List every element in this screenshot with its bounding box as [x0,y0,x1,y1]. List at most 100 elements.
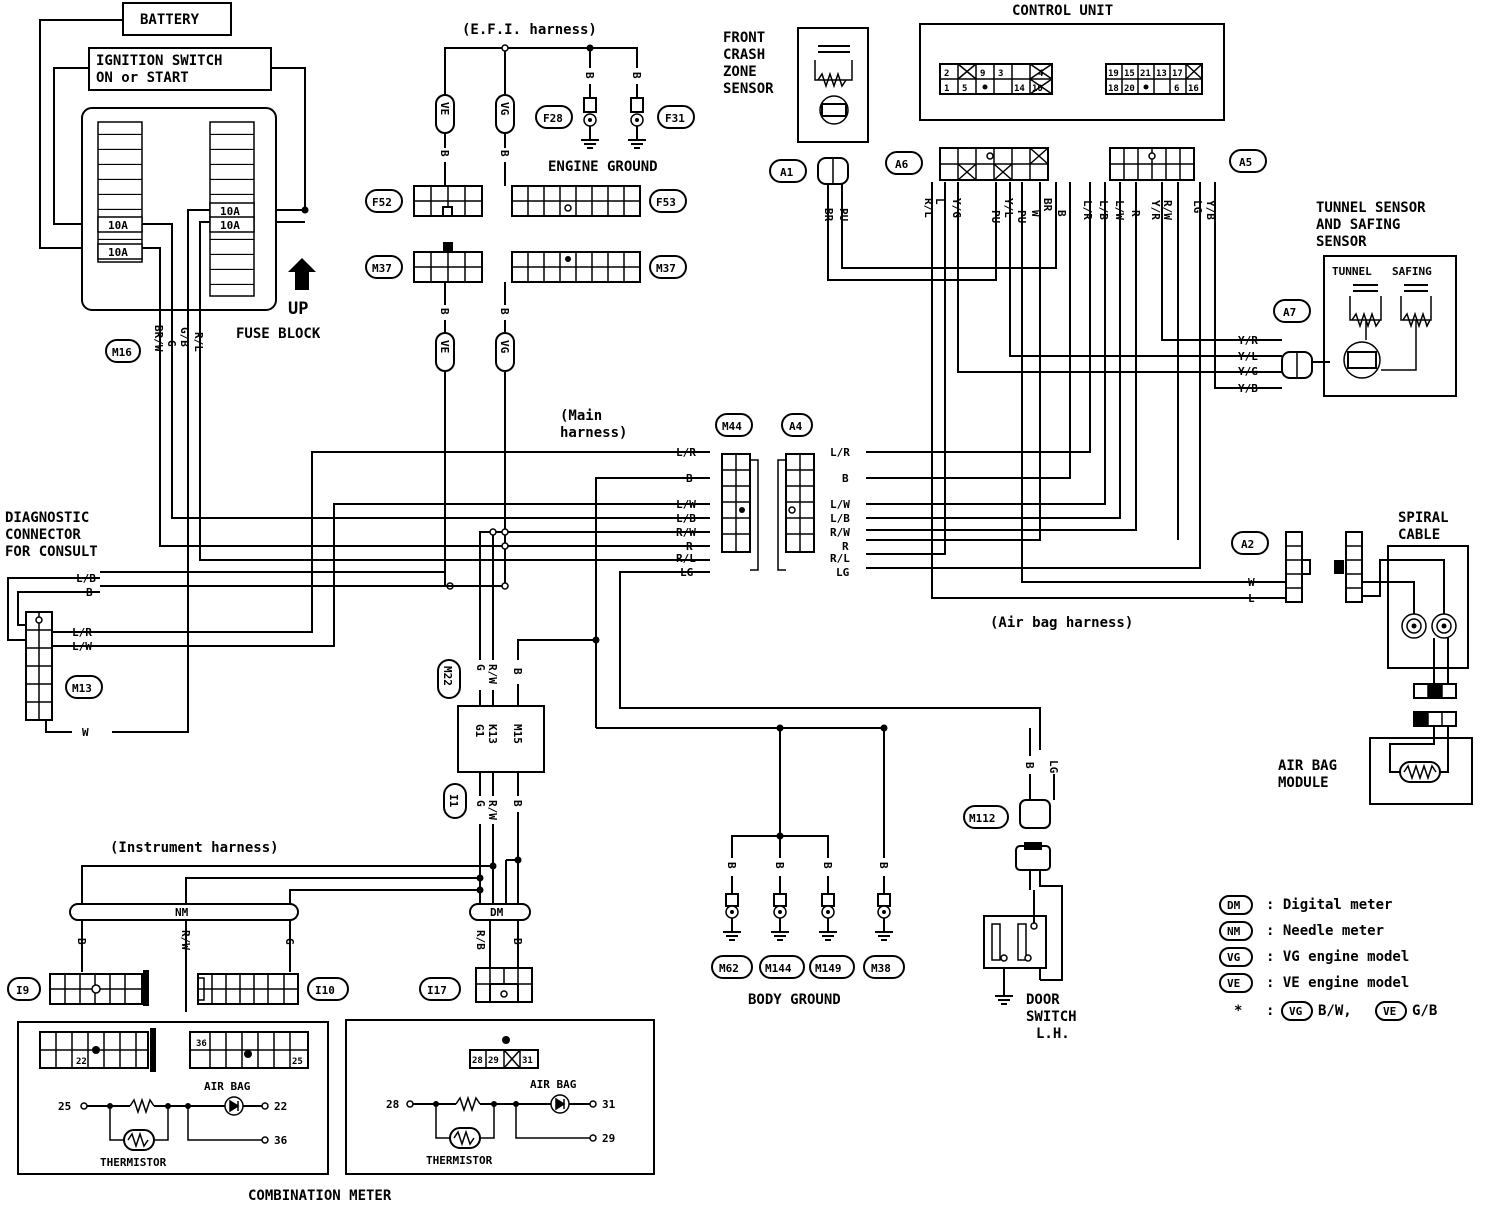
svg-text:17: 17 [1172,69,1183,79]
svg-text:A4: A4 [789,420,803,433]
svg-text:SPIRAL: SPIRAL [1398,510,1449,526]
svg-text:harness): harness) [560,425,627,441]
svg-text:R/W: R/W [830,526,850,539]
connector-f52 [365,189,403,213]
ignition-label-1: IGNITION SWITCH [96,53,222,69]
svg-text:CRASH: CRASH [723,47,765,63]
svg-text:B: B [86,586,93,599]
svg-text:THERMISTOR: THERMISTOR [426,1154,493,1167]
svg-text:SWITCH: SWITCH [1026,1009,1077,1025]
svg-text:B: B [438,150,451,157]
svg-text:29: 29 [488,1056,499,1066]
svg-text:1: 1 [944,84,949,94]
spiral-cable-section: A2 W L SPIRAL CABLE AIR BAG MODULE [1231,510,1473,805]
svg-text:*: * [1234,1003,1242,1019]
svg-text:B: B [630,72,643,79]
svg-text:A5: A5 [1239,156,1252,169]
svg-text:B: B [511,668,524,675]
svg-text:R/W: R/W [1161,200,1174,220]
svg-text:SAFING: SAFING [1392,265,1432,278]
door-switch-section: B LG M112 DOOR SWITCH L.H. [963,728,1077,1042]
svg-text:VE: VE [1383,1005,1396,1018]
svg-text:Y/R: Y/R [1149,200,1162,220]
connector-a2-body [1285,531,1303,603]
svg-text:VG: VG [1227,951,1241,964]
svg-text:B: B [511,938,524,945]
svg-text:DOOR: DOOR [1026,992,1060,1008]
combination-meter-section: 36 25 22 AIR BAG 25 22 36 THERMISTOR 28 … [17,1019,655,1204]
svg-text:B: B [511,800,524,807]
svg-text:M37: M37 [656,262,676,275]
svg-text:16: 16 [1188,84,1199,94]
spiral-cable-box [1387,545,1469,669]
control-unit-section: CONTROL UNIT 2 9 3 4 1 5 14 10 19 15 21 … [885,3,1267,224]
svg-text:L/B: L/B [830,512,850,525]
svg-text:CABLE: CABLE [1398,527,1440,543]
connector-m149 [809,955,855,979]
svg-text:B: B [877,862,890,869]
svg-text:: Needle meter: : Needle meter [1266,923,1384,939]
svg-text:M13: M13 [72,682,92,695]
connector-i17 [419,977,461,1001]
connector-m16 [105,339,141,363]
svg-text:SENSOR: SENSOR [723,81,774,97]
junction-block-section: M22 G R/W B G1 K13 M15 I1 G R/W B [437,636,884,904]
connector-a6 [885,151,923,175]
svg-text:VE: VE [1227,977,1240,990]
svg-text:L.H.: L.H. [1036,1026,1070,1042]
svg-text:DIAGNOSTIC: DIAGNOSTIC [5,510,89,526]
svg-text:36: 36 [274,1134,288,1147]
svg-text:M112: M112 [969,812,996,825]
control-unit-connector-left: 2 9 3 4 1 5 14 10 [939,63,1053,95]
svg-text:K13: K13 [486,724,499,744]
svg-text:10: 10 [1032,84,1043,94]
svg-text:L: L [1248,592,1255,605]
svg-text:L/W: L/W [830,498,850,511]
svg-text:ZONE: ZONE [723,64,757,80]
tunnel-sensor-box [1323,255,1457,397]
svg-text:L/R: L/R [1081,200,1094,220]
svg-text:B: B [725,862,738,869]
legend-dm-symbol [1219,895,1253,915]
up-arrow-icon [288,258,316,290]
svg-text:4: 4 [1038,69,1044,79]
battery-label: BATTERY [140,12,200,28]
connector-m16-label: M16 [112,346,132,359]
svg-text:: Digital meter: : Digital meter [1266,897,1392,913]
connector-m22 [437,659,461,699]
wire-g-b: G/B [178,327,191,347]
svg-text:R/L: R/L [830,552,850,565]
body-ground-label: BODY GROUND [748,992,841,1008]
svg-text:M22: M22 [441,666,454,686]
svg-text:9: 9 [980,69,985,79]
svg-text:R/W: R/W [179,930,192,950]
connector-a5 [1229,149,1267,173]
tunnel-sensor-section: TUNNEL SENSOR AND SAFING SENSOR TUNNEL S… [1238,200,1457,397]
digital-meter-bar [469,903,531,921]
fuse-block-label: FUSE BLOCK [236,326,321,342]
efi-label: (E.F.I. harness) [462,22,597,38]
svg-text:VG: VG [1289,1005,1303,1018]
svg-text:L: L [933,198,946,205]
main-harness-wiring [46,330,1041,750]
svg-text:B/W,: B/W, [1318,1003,1352,1019]
svg-text:I17: I17 [427,984,447,997]
connector-i1 [443,783,467,819]
svg-text:Y/B: Y/B [1204,200,1217,220]
diagnostic-connector-section: DIAGNOSTIC CONNECTOR FOR CONSULT L/B B L… [5,510,103,739]
connector-m38 [863,955,905,979]
svg-text:W: W [1029,210,1042,217]
svg-text:G/B: G/B [1412,1003,1437,1019]
svg-text:A2: A2 [1241,538,1254,551]
svg-text:21: 21 [1140,69,1151,79]
legend: DM : Digital meter NM : Needle meter VG … [1219,895,1437,1021]
body-ground-section: B B B B M62 M144 M149 M38 BODY GROUND [711,724,905,1008]
svg-text:: VE engine model: : VE engine model [1266,975,1409,991]
svg-text:36: 36 [196,1039,207,1049]
ignition-switch-box [88,47,272,91]
svg-text:R/W: R/W [486,800,499,820]
svg-text:: VG engine model: : VG engine model [1266,949,1409,965]
airbag-harness-wiring: (Air bag harness) [827,182,1330,631]
svg-text:LG: LG [1191,200,1204,214]
